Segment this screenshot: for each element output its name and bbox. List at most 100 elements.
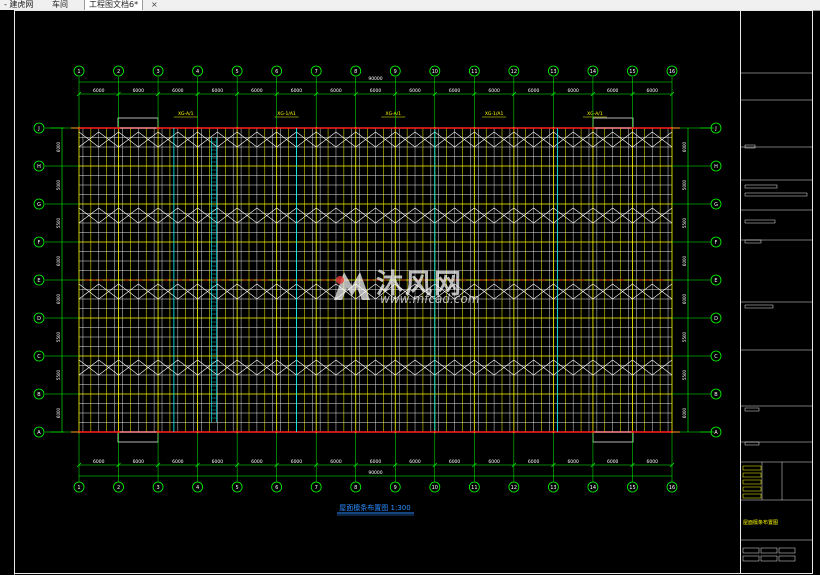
axis-bubble-label: 10 <box>432 69 438 75</box>
side-dimension-label: 5500 <box>56 217 61 228</box>
watermark-logo-icon <box>334 272 370 300</box>
cross-bracing <box>553 207 594 224</box>
cross-bracing <box>513 359 554 376</box>
axis-bubble <box>710 122 722 134</box>
side-dimension-label: 6000 <box>56 141 61 152</box>
cross-bracing <box>474 131 515 148</box>
axis-bubble <box>73 65 85 77</box>
cross-bracing <box>236 283 277 300</box>
cross-bracing <box>118 359 159 376</box>
drawing-number-field <box>778 555 796 562</box>
axis-bubble <box>271 481 283 493</box>
cross-bracing <box>197 359 238 376</box>
axis-bubble <box>231 481 243 493</box>
axis-bubble <box>350 481 362 493</box>
bay-dimension-label: 6000 <box>291 88 303 94</box>
cross-bracing <box>395 207 435 224</box>
cross-bracing <box>474 131 515 148</box>
plan-title: 屋面檩条布置图 1:300 <box>339 503 410 512</box>
cross-bracing <box>236 359 277 376</box>
axis-bubble-label: 7 <box>315 485 318 491</box>
skylight-box <box>592 117 634 129</box>
cross-bracing <box>355 131 396 148</box>
close-tab-icon[interactable]: × <box>151 0 158 9</box>
axis-bubble <box>548 65 559 77</box>
axis-bubble <box>113 481 124 493</box>
axis-bubble <box>113 65 124 77</box>
bay-dimension-label: 6000 <box>93 88 105 94</box>
cross-bracing <box>78 207 119 224</box>
cross-bracing <box>157 131 198 148</box>
axis-bubble <box>710 388 722 400</box>
cross-bracing <box>316 207 356 224</box>
cross-bracing <box>474 207 515 224</box>
cross-bracing <box>78 131 119 148</box>
cross-bracing <box>157 207 198 224</box>
cross-bracing <box>316 131 356 148</box>
cross-bracing <box>434 131 475 148</box>
cross-bracing <box>632 283 673 300</box>
axis-bubble <box>73 481 85 493</box>
cross-bracing <box>78 283 119 300</box>
signature-field <box>742 465 762 471</box>
side-dimension-label: 5500 <box>682 331 687 342</box>
cross-bracing <box>395 207 435 224</box>
cross-bracing <box>236 207 277 224</box>
cross-bracing <box>474 359 515 376</box>
cross-bracing <box>513 131 554 148</box>
cross-bracing <box>78 283 119 300</box>
axis-bubble <box>33 236 45 248</box>
axis-bubble <box>33 160 45 172</box>
axis-bubble-label: 4 <box>196 485 199 491</box>
cross-bracing <box>236 207 277 224</box>
side-dimension-label: 5500 <box>56 369 61 380</box>
axis-bubble <box>627 481 638 493</box>
cross-bracing <box>474 283 515 300</box>
tab-drawing-document[interactable]: 工程图文档6* <box>84 0 144 10</box>
cross-bracing <box>513 207 554 224</box>
tab-workshop[interactable]: 车间 <box>52 0 68 9</box>
skylight-box <box>117 117 159 129</box>
cross-bracing <box>118 283 159 300</box>
cross-bracing <box>434 283 475 300</box>
cross-bracing <box>395 283 435 300</box>
axis-bubble <box>548 481 559 493</box>
cross-bracing <box>157 207 198 224</box>
cross-bracing <box>236 359 277 376</box>
axis-bubble-label: B <box>37 392 41 398</box>
bay-dimension-label: 6000 <box>449 459 461 465</box>
cross-bracing <box>592 283 633 300</box>
axis-bubble <box>33 198 45 210</box>
axis-bubble-label: J <box>37 126 39 132</box>
bay-dimension-label: 6000 <box>409 459 421 465</box>
cross-bracing <box>157 283 198 300</box>
cross-bracing <box>395 359 435 376</box>
axis-bubble-label: C <box>37 354 41 360</box>
axis-bubble <box>389 65 401 77</box>
axis-bubble-label: 1 <box>77 69 80 75</box>
cross-bracing <box>197 131 238 148</box>
axis-bubble <box>468 65 480 77</box>
cross-bracing <box>632 207 673 224</box>
side-dimension-label: 6000 <box>682 255 687 266</box>
tab-site[interactable]: - 建虎网 <box>4 0 34 9</box>
cross-bracing <box>118 283 159 300</box>
side-dimension-label: 6000 <box>682 141 687 152</box>
title-block-field <box>744 144 756 149</box>
cross-bracing <box>316 283 356 300</box>
title-block-field <box>744 239 762 244</box>
axis-bubble <box>627 65 638 77</box>
grid-axis-bubbles: 1122334455667788991010111112121313141415… <box>33 65 722 493</box>
axis-bubble-label: 11 <box>471 69 477 75</box>
bay-dimension-label: 6000 <box>291 459 303 465</box>
axis-bubble-label: A <box>37 430 41 436</box>
title-block-field <box>744 192 808 197</box>
cross-bracing <box>553 359 594 376</box>
cross-bracing <box>157 131 198 148</box>
title-block-field <box>744 441 760 446</box>
axis-bubble <box>33 388 45 400</box>
axis-bubble-label: F <box>38 240 41 246</box>
axis-bubble-label: 6 <box>275 485 278 491</box>
cross-bracing <box>632 359 673 376</box>
